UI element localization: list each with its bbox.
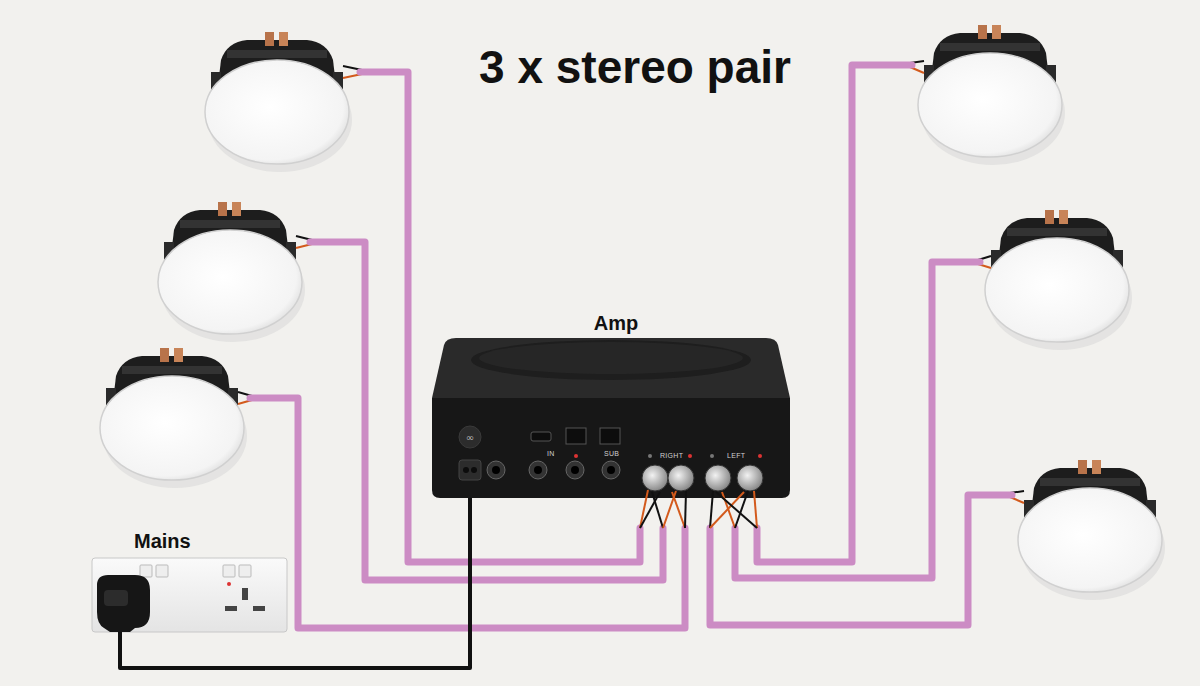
terminal-wires <box>640 490 757 528</box>
node-label: Amp <box>442 312 790 335</box>
node-label: Mains <box>134 530 287 553</box>
port-label: LEFT <box>727 452 745 459</box>
port-label: IN <box>547 450 555 457</box>
diagram-title: 3 x stereo pair <box>440 40 830 94</box>
ceiling-speaker <box>205 32 352 172</box>
wire-tails <box>238 61 1024 503</box>
port-label: RIGHT <box>660 452 683 459</box>
amplifier: ∞ <box>432 338 790 498</box>
mains-socket: Mains <box>92 530 287 632</box>
power-cord <box>120 498 470 668</box>
wall-socket <box>92 558 287 632</box>
amp-unit: Amp <box>432 312 790 498</box>
ceiling-speaker <box>1018 460 1165 600</box>
ceiling-speaker <box>100 348 247 488</box>
ceiling-speaker <box>918 25 1065 165</box>
port-label: SUB <box>604 450 619 457</box>
speaker-cable <box>250 65 1012 628</box>
ceiling-speaker <box>985 210 1132 350</box>
ceiling-speaker <box>158 202 305 342</box>
button-icon: ∞ <box>466 432 474 443</box>
